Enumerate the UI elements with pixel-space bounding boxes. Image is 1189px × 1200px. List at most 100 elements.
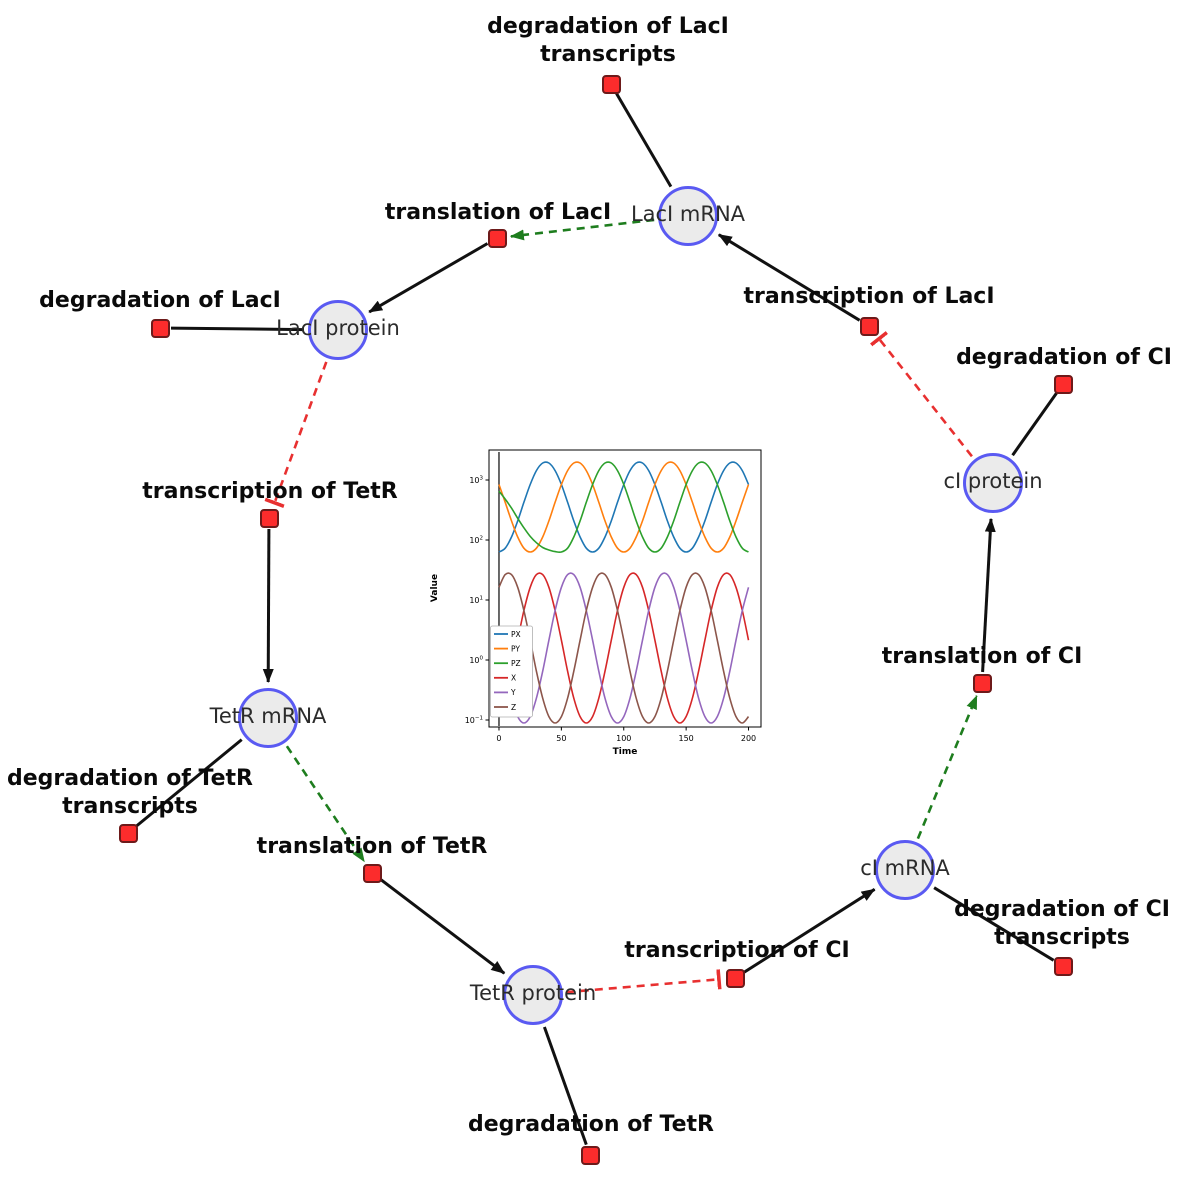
series-line-PZ <box>498 461 749 554</box>
x-tick-label: 50 <box>556 734 566 743</box>
reaction-node-transl_ci[interactable] <box>972 673 992 693</box>
reaction-node-transc_tetr[interactable] <box>259 508 279 528</box>
reaction-label-line: transcripts <box>994 925 1130 950</box>
legend-label-Z: Z <box>511 703 516 712</box>
y-tick-label: 103 <box>469 475 483 485</box>
edge-production-transl_tetr-to-tetr_protein <box>379 878 506 975</box>
reaction-label-deg_laci: degradation of LacI <box>39 287 281 315</box>
legend-label-PX: PX <box>511 630 521 639</box>
reaction-label-line: translation of CI <box>881 644 1083 669</box>
species-node-tetr_mrna[interactable] <box>238 688 298 748</box>
reaction-label-transc_laci: transcription of LacI <box>743 283 994 311</box>
y-axis-label: Value <box>430 574 440 602</box>
edge-production-transl_ci-to-ci_protein <box>981 517 996 673</box>
reaction-label-transc_tetr: transcription of TetR <box>142 478 397 506</box>
edge-consumption-tetr_protein-to-deg_tetr <box>542 1026 588 1146</box>
reaction-label-line: degradation of TetR <box>6 766 254 791</box>
species-node-tetr_protein[interactable] <box>503 965 563 1025</box>
edge-modifier-laci_mrna-to-transl_laci <box>509 218 655 241</box>
reaction-node-transl_laci[interactable] <box>487 228 507 248</box>
reaction-label-line: translation of TetR <box>256 834 488 859</box>
x-axis-label: Time <box>613 747 638 757</box>
edge-consumption-laci_mrna-to-deg_laci_tx <box>615 92 673 188</box>
timecourse-chart: 10−1 100 101 102 103 0 50 100 150 200 PX PY PZ XYZ T… <box>430 449 762 757</box>
species-label-ci_protein: cI protein <box>943 469 1043 493</box>
reaction-label-line: translation of LacI <box>384 200 612 225</box>
reaction-label-line: degradation of TetR <box>467 1112 715 1137</box>
reaction-node-transc_ci[interactable] <box>725 968 745 988</box>
reaction-label-line: degradation of CI <box>954 897 1170 922</box>
chart-legend: PX PY PZ XYZ <box>490 625 533 718</box>
series-line-Z <box>498 572 750 724</box>
legend-label-PY: PY <box>511 644 520 653</box>
legend-label-Y: Y <box>510 688 516 697</box>
reaction-node-deg_ci[interactable] <box>1053 374 1073 394</box>
edge-inhibition-tetr_protein-to-transc_ci <box>566 969 722 994</box>
reaction-node-transl_tetr[interactable] <box>362 863 382 883</box>
y-tick-label: 10−1 <box>465 715 483 725</box>
reaction-label-line: transcripts <box>540 42 676 67</box>
edge-consumption-ci_mrna-to-deg_ci_tx <box>933 886 1055 962</box>
legend-label-X: X <box>511 674 516 683</box>
reaction-label-deg_tetr_tx: degradation of TetR transcripts <box>7 765 253 821</box>
edge-consumption-ci_protein-to-deg_ci <box>1011 392 1058 457</box>
reaction-label-deg_tetr: degradation of TetR <box>468 1111 714 1139</box>
y-tick-label: 101 <box>469 595 483 605</box>
edge-modifier-ci_mrna-to-transl_ci <box>916 694 978 840</box>
x-tick-label: 100 <box>616 734 631 743</box>
reaction-label-transl_laci: translation of LacI <box>385 199 611 227</box>
reaction-node-deg_laci[interactable] <box>150 318 170 338</box>
species-node-ci_protein[interactable] <box>963 453 1023 513</box>
species-label-ci_mrna: cI mRNA <box>860 856 950 880</box>
reaction-node-deg_laci_tx[interactable] <box>601 74 621 94</box>
reaction-label-transl_tetr: translation of TetR <box>257 833 488 861</box>
reaction-label-deg_laci_tx: degradation of LacI transcripts <box>487 13 729 69</box>
y-tick-label: 100 <box>469 655 483 665</box>
reaction-label-transl_ci: translation of CI <box>882 643 1083 671</box>
reaction-label-deg_ci: degradation of CI <box>956 344 1172 372</box>
reaction-label-line: degradation of CI <box>956 345 1172 370</box>
reaction-node-deg_tetr_tx[interactable] <box>118 823 138 843</box>
species-node-laci_mrna[interactable] <box>658 186 718 246</box>
edges-group <box>135 92 1058 1146</box>
reaction-label-line: degradation of LacI <box>39 288 281 313</box>
reaction-label-line: transcription of TetR <box>142 479 398 504</box>
species-node-laci_protein[interactable] <box>308 300 368 360</box>
series-line-Y <box>498 572 750 724</box>
reaction-node-transc_laci[interactable] <box>859 316 879 336</box>
species-label-laci_protein: LacI protein <box>276 316 400 340</box>
edge-consumption-laci_protein-to-deg_laci <box>170 326 305 332</box>
chart-ticks-group: 10−1 100 101 102 103 0 50 100 150 200 <box>465 475 756 743</box>
x-tick-label: 0 <box>496 734 501 743</box>
reaction-node-deg_tetr[interactable] <box>580 1145 600 1165</box>
chart-series-group <box>498 452 750 726</box>
series-line-PY <box>498 461 750 553</box>
legend-label-PZ: PZ <box>511 659 521 668</box>
reaction-label-transc_ci: transcription of CI <box>624 937 849 965</box>
axes-frame <box>488 449 762 728</box>
plot-background <box>489 450 761 727</box>
x-tick-label: 200 <box>741 734 756 743</box>
x-tick-label: 150 <box>678 734 693 743</box>
reaction-label-line: transcription of CI <box>624 938 850 963</box>
reaction-label-deg_ci_tx: degradation of CI transcripts <box>954 896 1170 952</box>
edge-modifier-tetr_mrna-to-transl_tetr <box>285 745 366 863</box>
edge-consumption-tetr_mrna-to-deg_tetr_tx <box>135 738 243 828</box>
edge-production-transl_laci-to-laci_protein <box>368 242 489 314</box>
edge-production-transc_ci-to-ci_mrna <box>743 888 876 974</box>
edge-inhibition-ci_protein-to-transc_laci <box>870 331 973 458</box>
species-label-tetr_mrna: TetR mRNA <box>209 704 327 728</box>
reaction-node-deg_ci_tx[interactable] <box>1053 956 1073 976</box>
species-node-ci_mrna[interactable] <box>875 840 935 900</box>
reaction-label-line: transcripts <box>62 794 198 819</box>
reaction-label-line: degradation of LacI <box>487 14 729 39</box>
edge-production-transc_tetr-to-tetr_mrna <box>262 528 274 683</box>
edge-production-transc_laci-to-laci_mrna <box>717 233 861 322</box>
species-label-laci_mrna: LacI mRNA <box>630 202 746 226</box>
species-label-tetr_protein: TetR protein <box>469 981 597 1005</box>
y-tick-label: 102 <box>469 535 483 545</box>
